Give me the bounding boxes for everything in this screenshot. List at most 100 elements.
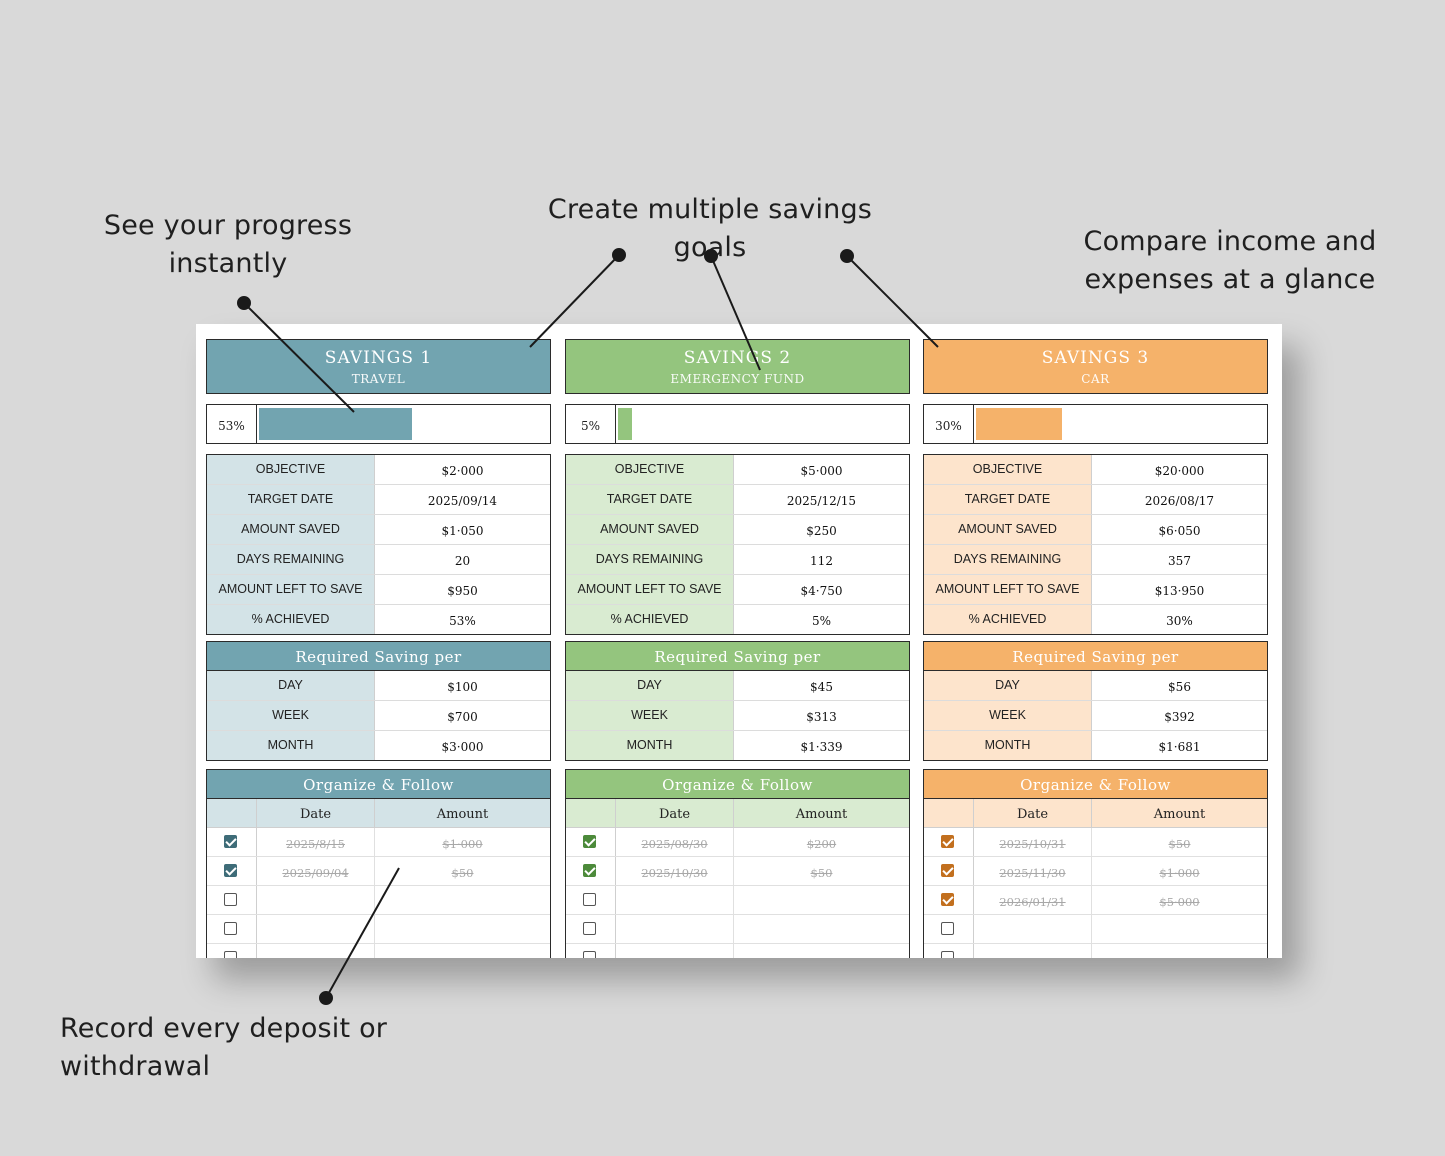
organize-follow-title: Organize & Follow bbox=[924, 770, 1267, 799]
empty-checkbox[interactable] bbox=[224, 893, 237, 906]
log-amount-cell[interactable]: $50 bbox=[810, 866, 833, 880]
summary-value[interactable]: 112 bbox=[810, 554, 833, 568]
summary-value[interactable]: $13·950 bbox=[1154, 584, 1205, 598]
log-date-cell[interactable] bbox=[974, 944, 1092, 958]
log-date-cell[interactable] bbox=[257, 886, 375, 914]
required-week-row: WEEK$700 bbox=[207, 701, 550, 731]
amount-saved-row: AMOUNT SAVED$250 bbox=[566, 515, 909, 545]
empty-checkbox[interactable] bbox=[224, 951, 237, 958]
log-date-cell[interactable] bbox=[257, 915, 375, 943]
summary-label: AMOUNT SAVED bbox=[207, 515, 375, 544]
amount-column-header: Amount bbox=[436, 807, 489, 822]
progress-fill bbox=[618, 408, 632, 440]
summary-value[interactable]: $950 bbox=[447, 584, 478, 598]
amount-left-row: AMOUNT LEFT TO SAVE$950 bbox=[207, 575, 550, 605]
summary-value[interactable]: $5·000 bbox=[800, 464, 843, 478]
empty-checkbox[interactable] bbox=[224, 922, 237, 935]
empty-checkbox[interactable] bbox=[941, 951, 954, 958]
summary-value[interactable]: 357 bbox=[1168, 554, 1191, 568]
empty-checkbox[interactable] bbox=[583, 951, 596, 958]
log-amount-cell[interactable]: $1·000 bbox=[1159, 866, 1200, 880]
log-amount-cell[interactable] bbox=[375, 944, 550, 958]
log-date-cell[interactable] bbox=[616, 915, 734, 943]
summary-value[interactable]: 2025/12/15 bbox=[786, 494, 857, 508]
log-date-cell[interactable] bbox=[257, 944, 375, 958]
log-amount-cell[interactable] bbox=[1092, 915, 1267, 943]
summary-value[interactable]: 30% bbox=[1166, 614, 1193, 628]
log-check-cell bbox=[924, 857, 974, 885]
log-date-cell[interactable] bbox=[974, 915, 1092, 943]
summary-value[interactable]: 5% bbox=[811, 614, 832, 628]
checked-checkbox[interactable] bbox=[941, 893, 954, 906]
summary-value[interactable]: $1·050 bbox=[441, 524, 484, 538]
required-day-row: DAY$100 bbox=[207, 671, 550, 701]
log-amount-cell[interactable]: $50 bbox=[1168, 837, 1191, 851]
log-check-cell bbox=[207, 828, 257, 856]
required-week-row: WEEK$392 bbox=[924, 701, 1267, 731]
checked-checkbox[interactable] bbox=[224, 835, 237, 848]
log-date-cell[interactable]: 2025/10/31 bbox=[974, 828, 1092, 856]
summary-value[interactable]: 2026/08/17 bbox=[1144, 494, 1215, 508]
checked-checkbox[interactable] bbox=[224, 864, 237, 877]
log-date-cell[interactable] bbox=[616, 886, 734, 914]
log-date-cell[interactable]: 2025/8/15 bbox=[257, 828, 375, 856]
log-amount-cell[interactable]: $5·000 bbox=[1159, 895, 1200, 909]
log-amount-cell[interactable]: $1·000 bbox=[442, 837, 483, 851]
log-amount-cell[interactable] bbox=[734, 886, 909, 914]
progress-fill bbox=[976, 408, 1062, 440]
empty-checkbox[interactable] bbox=[583, 922, 596, 935]
log-amount-cell[interactable] bbox=[375, 915, 550, 943]
required-label: WEEK bbox=[566, 701, 734, 730]
summary-label: AMOUNT LEFT TO SAVE bbox=[566, 575, 734, 604]
log-amount-cell[interactable]: $50 bbox=[451, 866, 474, 880]
required-month-row: MONTH$3·000 bbox=[207, 731, 550, 760]
log-check-cell bbox=[566, 944, 616, 958]
log-amount-cell[interactable] bbox=[734, 944, 909, 958]
required-value: $56 bbox=[1168, 680, 1191, 694]
log-date-cell[interactable] bbox=[616, 944, 734, 958]
checked-checkbox[interactable] bbox=[941, 864, 954, 877]
summary-value[interactable]: 53% bbox=[449, 614, 476, 628]
summary-value[interactable]: $250 bbox=[806, 524, 837, 538]
log-date-cell[interactable]: 2025/09/04 bbox=[257, 857, 375, 885]
log-amount-cell[interactable] bbox=[1092, 944, 1267, 958]
required-value: $313 bbox=[806, 710, 837, 724]
goal-progress-bar: 30% bbox=[923, 404, 1268, 444]
checked-checkbox[interactable] bbox=[941, 835, 954, 848]
empty-checkbox[interactable] bbox=[583, 893, 596, 906]
log-amount-cell[interactable] bbox=[734, 915, 909, 943]
progress-track bbox=[259, 408, 547, 440]
summary-value[interactable]: $4·750 bbox=[800, 584, 843, 598]
required-label: DAY bbox=[207, 671, 375, 700]
progress-percent: 53% bbox=[207, 405, 257, 443]
log-date-cell[interactable]: 2025/10/30 bbox=[616, 857, 734, 885]
goal-title: SAVINGS 2 bbox=[683, 348, 792, 368]
log-amount-cell[interactable] bbox=[375, 886, 550, 914]
summary-value[interactable]: 2025/09/14 bbox=[427, 494, 498, 508]
log-amount-cell[interactable]: $200 bbox=[806, 837, 837, 851]
checked-checkbox[interactable] bbox=[583, 864, 596, 877]
progress-percent: 5% bbox=[566, 405, 616, 443]
log-date-cell[interactable]: 2025/08/30 bbox=[616, 828, 734, 856]
summary-value[interactable]: $6·050 bbox=[1158, 524, 1201, 538]
required-label: DAY bbox=[566, 671, 734, 700]
log-date-cell[interactable]: 2026/01/31 bbox=[974, 886, 1092, 914]
callout-multiple-goals: Create multiple savings goals bbox=[547, 194, 873, 263]
summary-value[interactable]: $2·000 bbox=[441, 464, 484, 478]
checked-checkbox[interactable] bbox=[583, 835, 596, 848]
check-column-header bbox=[207, 799, 257, 827]
log-entry-row: 2025/11/30 $1·000 bbox=[924, 857, 1267, 886]
log-date-cell[interactable]: 2025/11/30 bbox=[974, 857, 1092, 885]
log-entry-row: 2025/10/30 $50 bbox=[566, 857, 909, 886]
summary-value[interactable]: 20 bbox=[454, 554, 471, 568]
empty-checkbox[interactable] bbox=[941, 922, 954, 935]
summary-value[interactable]: $20·000 bbox=[1154, 464, 1205, 478]
check-column-header bbox=[924, 799, 974, 827]
